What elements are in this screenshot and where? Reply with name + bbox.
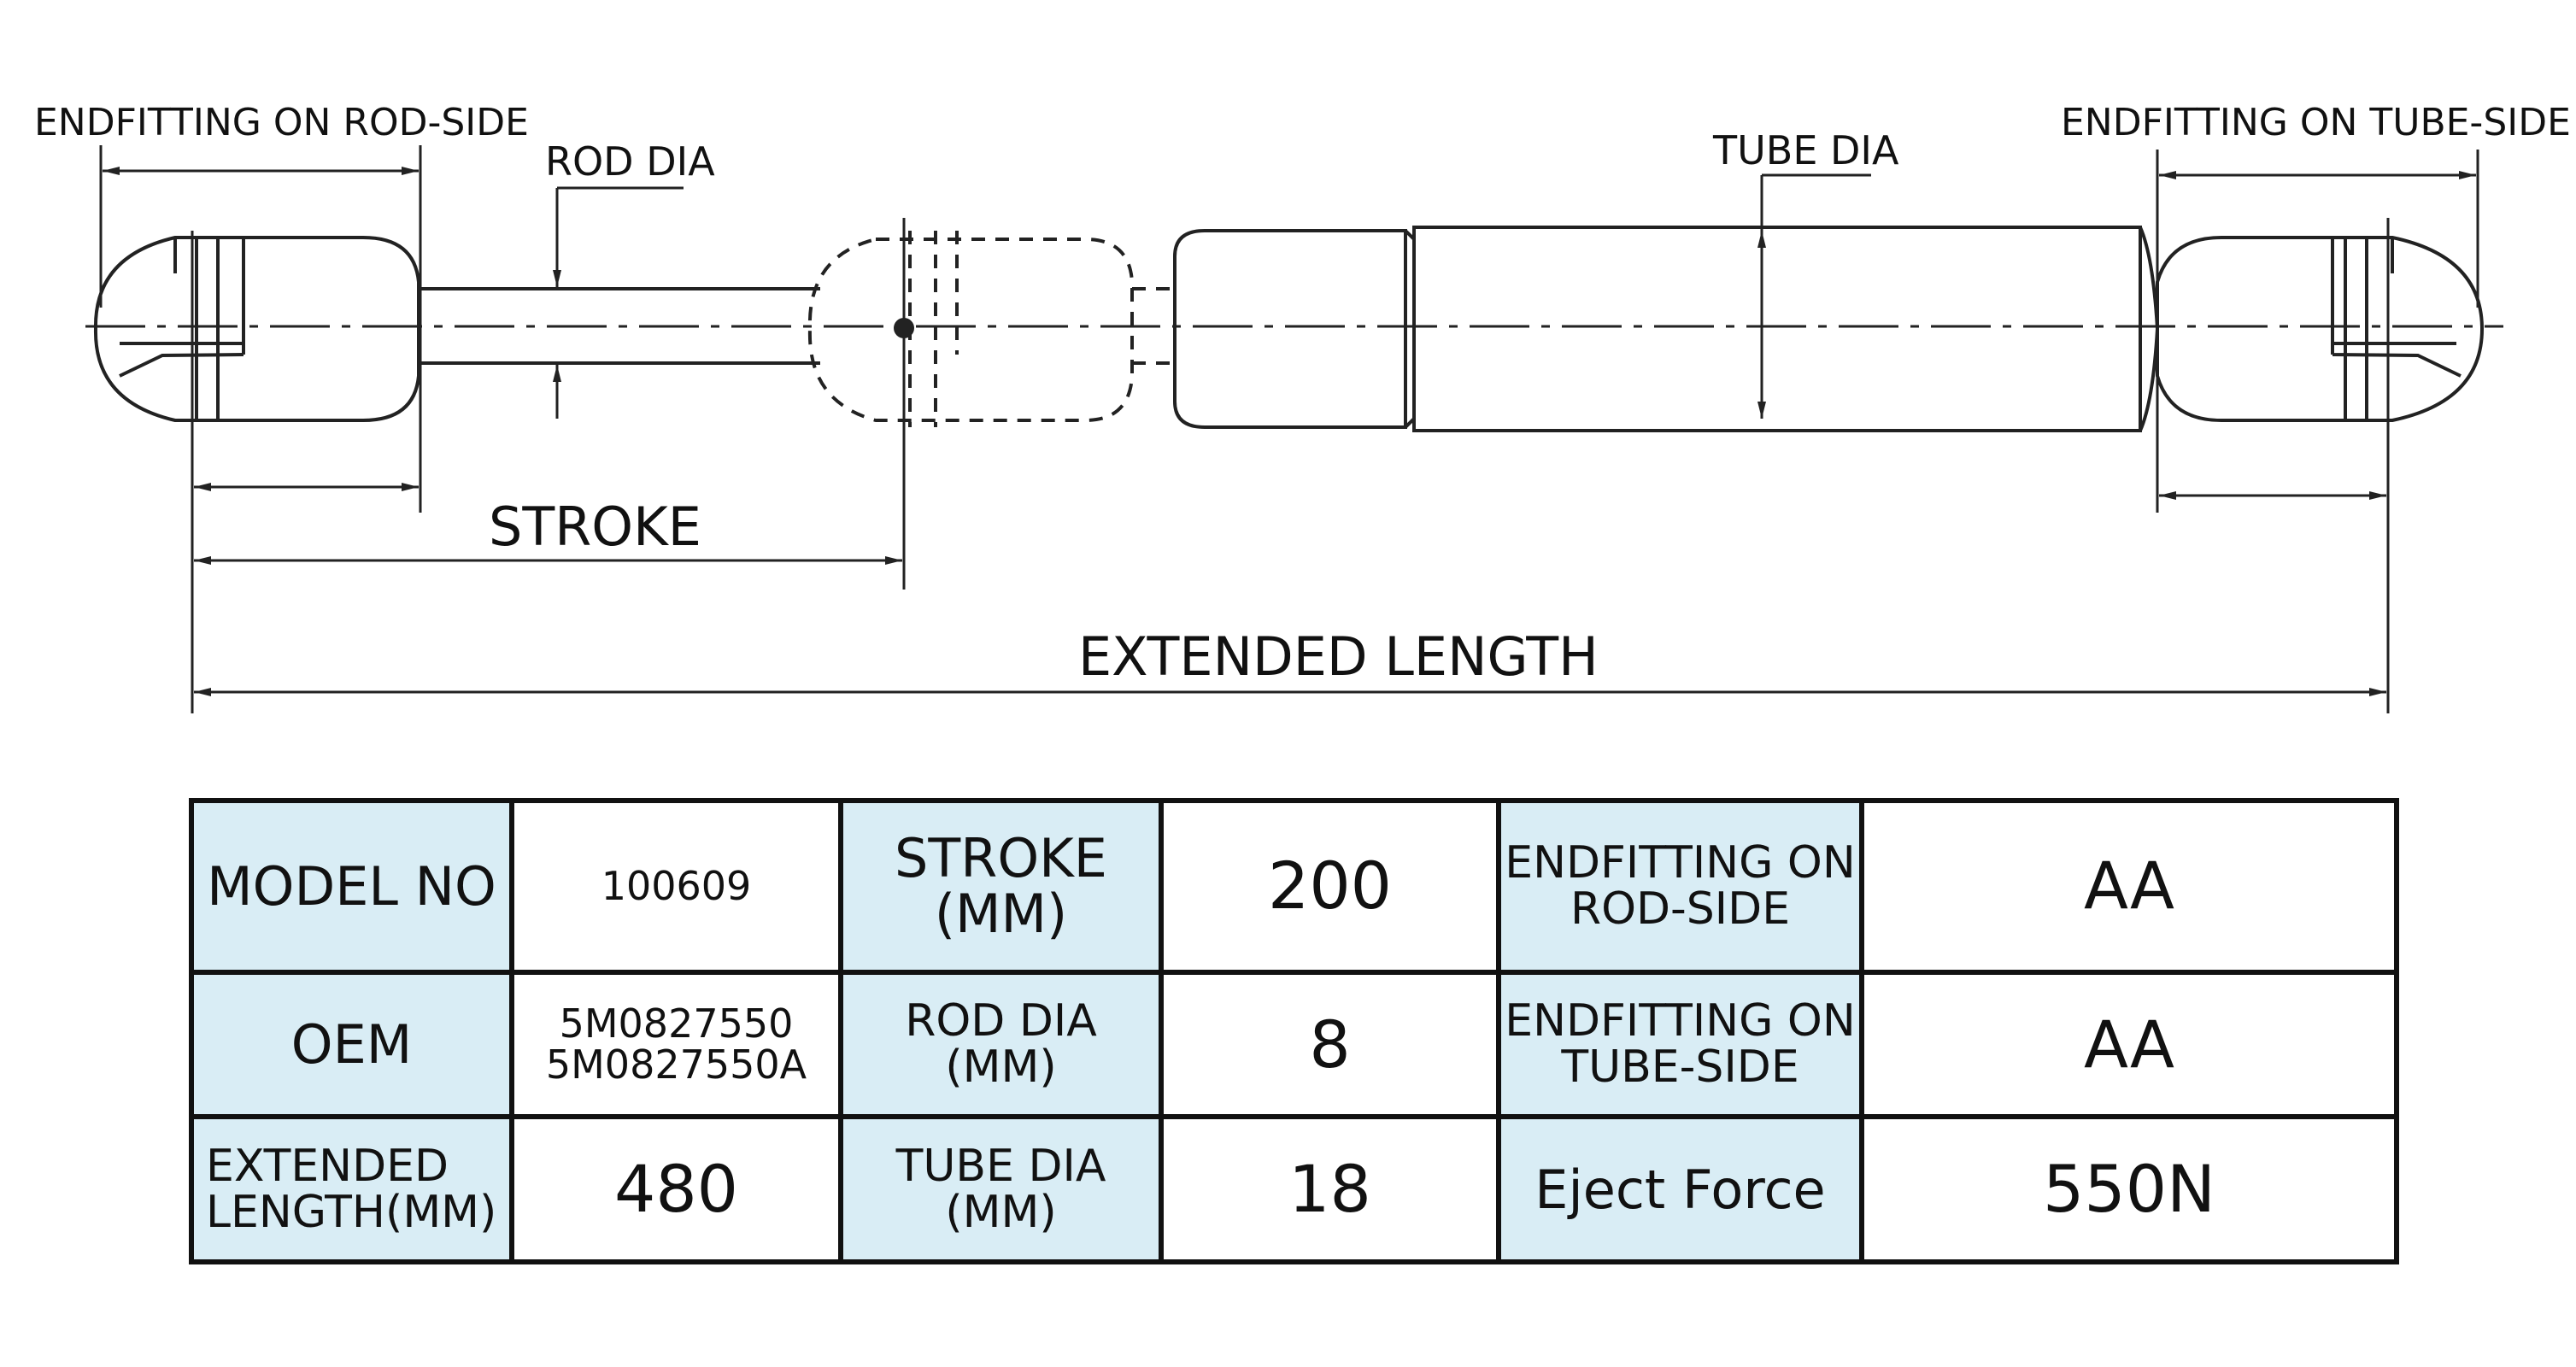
- tube-side-endfitting: [2156, 236, 2485, 422]
- tube-dia-value: 18: [1159, 1114, 1501, 1264]
- eject-force-value: 550N: [1859, 1114, 2399, 1264]
- endfitting-rod-side-value: AA: [1859, 798, 2399, 975]
- label-tube-dia: TUBE DIA: [1712, 127, 1899, 173]
- stroke-label: STROKE(MM): [838, 798, 1164, 975]
- extended-length-value: 480: [509, 1114, 843, 1264]
- label-endfitting-rod-side: ENDFITTING ON ROD-SIDE: [34, 101, 529, 144]
- model-no-value: 100609: [509, 798, 843, 975]
- gas-spring-tube: [1173, 226, 2160, 432]
- extension-lines: [99, 145, 2479, 713]
- rod-side-endfitting: [93, 236, 420, 422]
- compressed-endfitting-outline: [807, 231, 1175, 427]
- table-row: MODEL NO 100609 STROKE(MM) 200 ENDFITTIN…: [189, 798, 2399, 975]
- dimension-arrows: [103, 167, 2476, 696]
- stroke-value: 200: [1159, 798, 1501, 975]
- label-endfitting-tube-side: ENDFITTING ON TUBE-SIDE: [2061, 101, 2571, 144]
- gas-spring-dimension-drawing: ENDFITTING ON ROD-SIDE ROD DIA TUBE DIA …: [34, 101, 2571, 713]
- endfitting-tube-side-value: AA: [1859, 969, 2399, 1120]
- label-extended-length: EXTENDED LENGTH: [1078, 625, 1599, 688]
- model-no-label: MODEL NO: [189, 798, 514, 975]
- label-stroke: STROKE: [489, 496, 701, 558]
- spec-table: MODEL NO 100609 STROKE(MM) 200 ENDFITTIN…: [189, 798, 2399, 1264]
- oem-label: OEM: [189, 969, 514, 1120]
- piston-rod: [419, 287, 820, 365]
- eject-force-label: Eject Force: [1496, 1114, 1864, 1264]
- rod-dia-value: 8: [1159, 969, 1501, 1120]
- tube-dia-label: TUBE DIA(MM): [838, 1114, 1164, 1264]
- label-rod-dia: ROD DIA: [545, 138, 715, 185]
- rod-dia-label: ROD DIA(MM): [838, 969, 1164, 1120]
